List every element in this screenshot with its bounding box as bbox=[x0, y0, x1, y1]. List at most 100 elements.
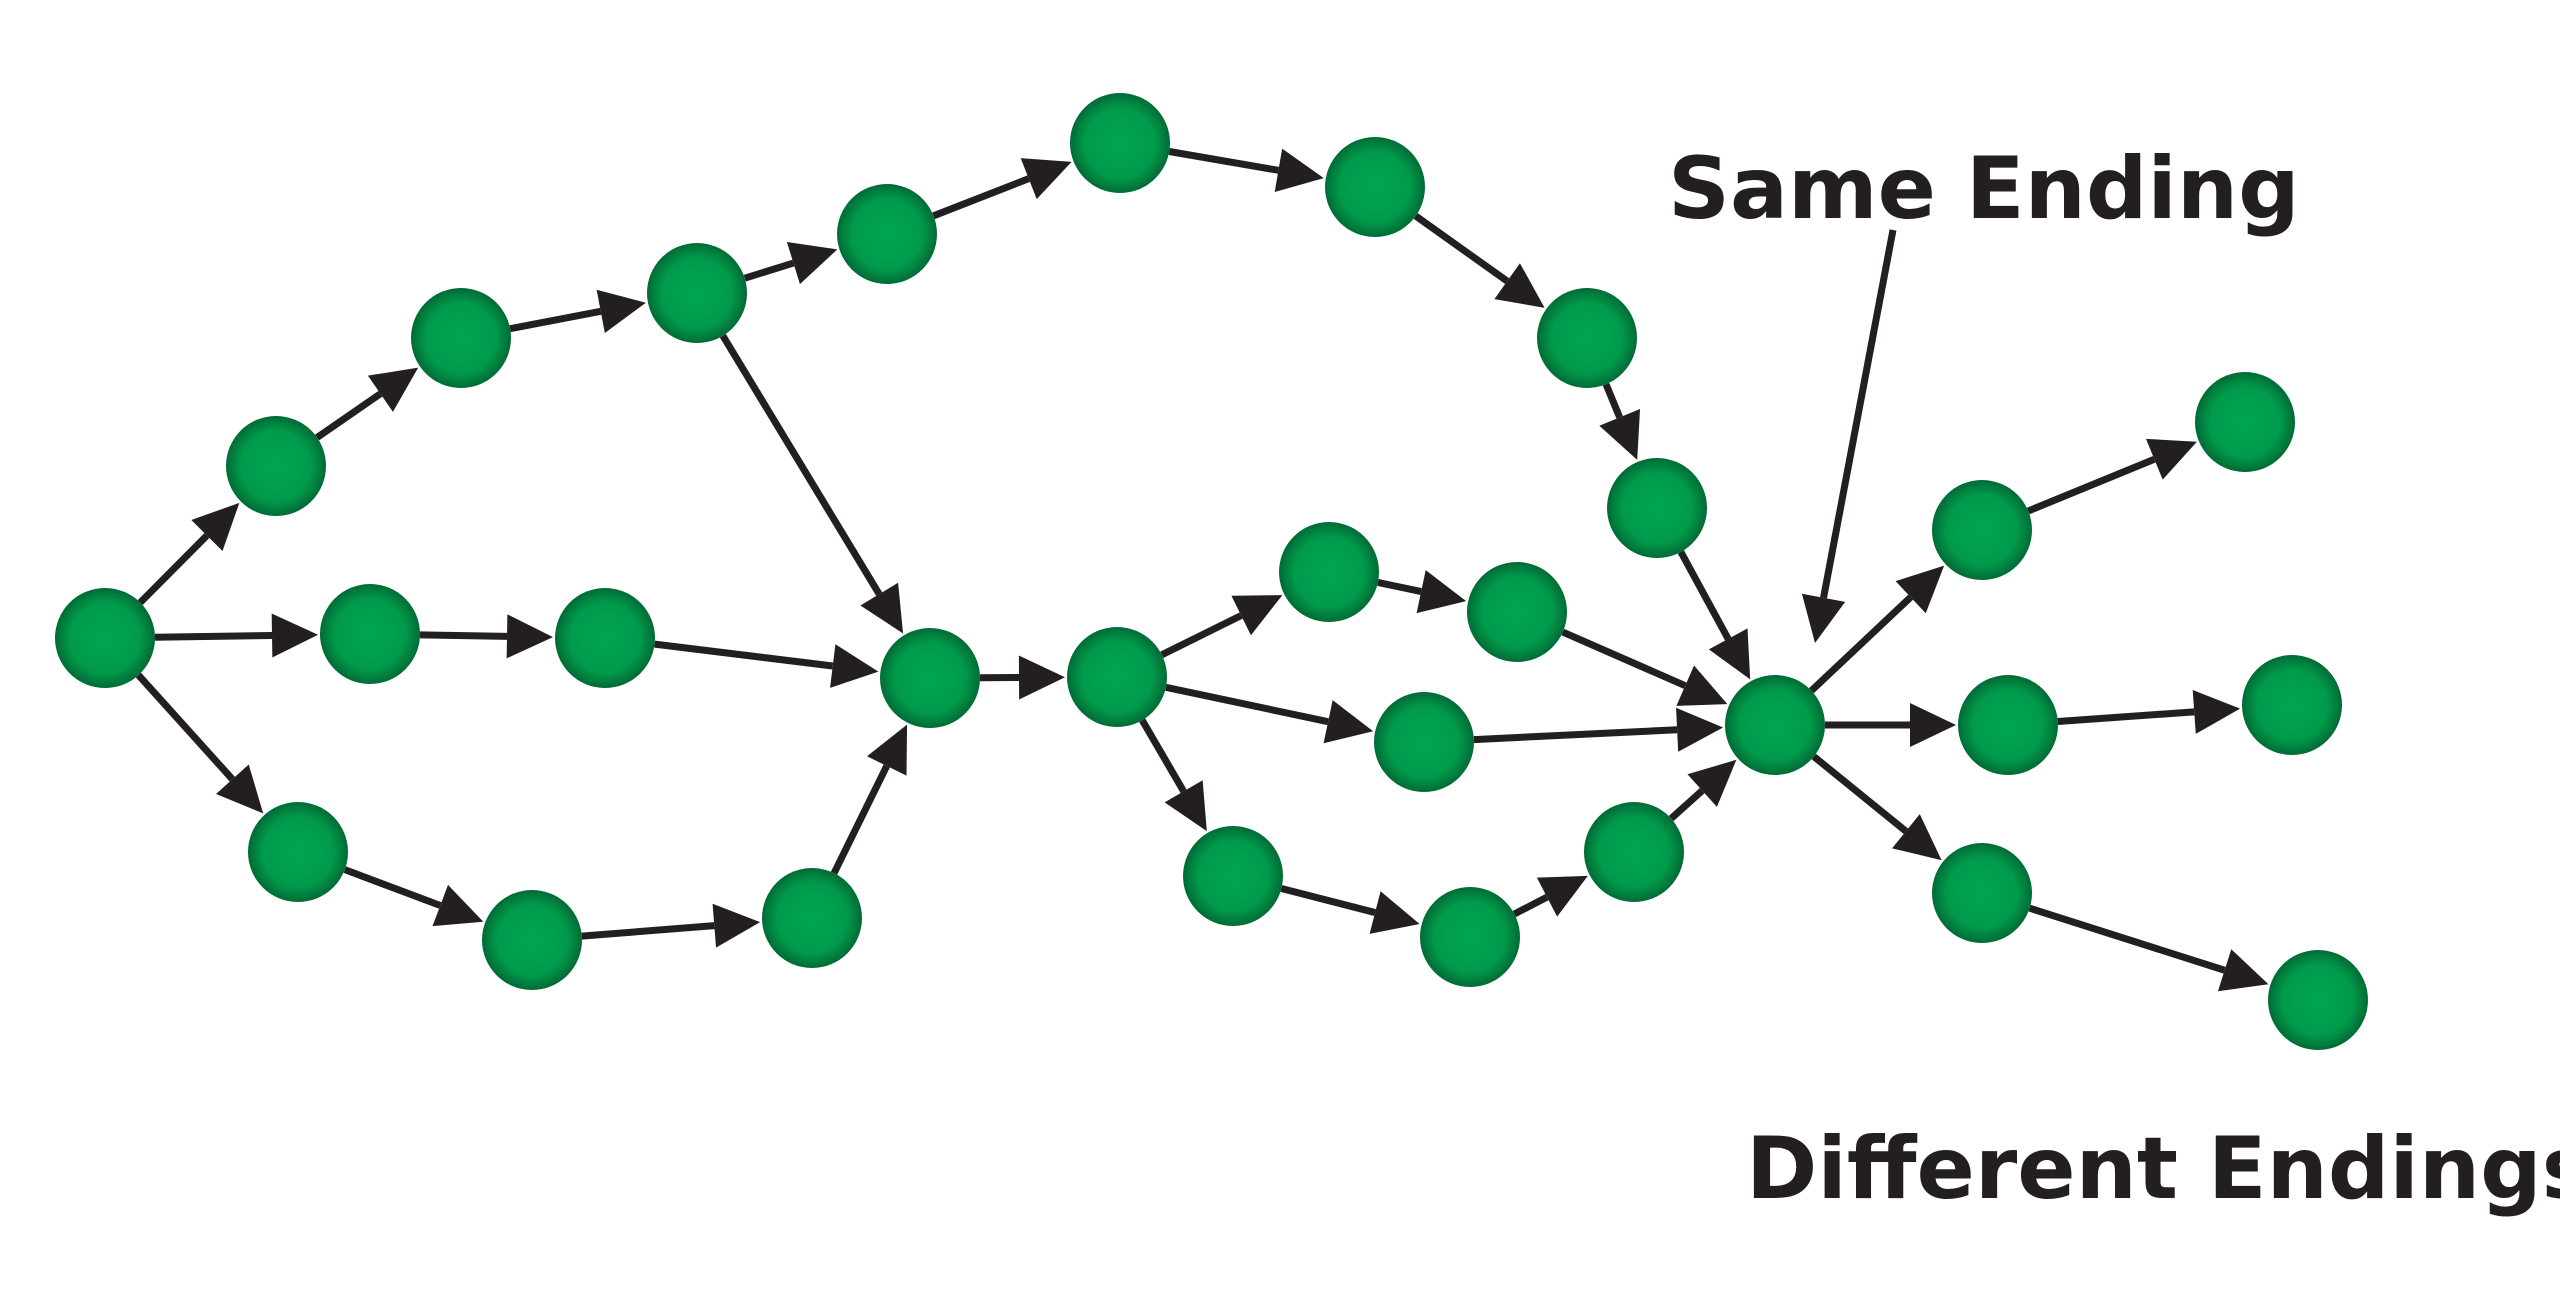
story-node-n12 bbox=[555, 588, 655, 688]
edge-line bbox=[654, 640, 834, 670]
nodes-layer bbox=[55, 93, 2368, 1050]
edge-line bbox=[1139, 718, 1187, 794]
edge-n22-n24 bbox=[1512, 875, 1588, 918]
edge-n23-n25 bbox=[1808, 565, 1945, 694]
arrowhead bbox=[1494, 263, 1545, 308]
edge-n6-n7 bbox=[1168, 148, 1324, 193]
edge-n1-n2 bbox=[137, 502, 240, 606]
edges-layer bbox=[135, 148, 2269, 992]
arrowhead bbox=[786, 242, 838, 285]
edge-n15-n16 bbox=[581, 903, 761, 948]
edge-line bbox=[581, 922, 715, 940]
arrowhead bbox=[2217, 949, 2269, 992]
edge-line bbox=[1160, 612, 1243, 658]
story-node-n3 bbox=[411, 288, 511, 388]
edge-line bbox=[1668, 787, 1705, 822]
story-node-n24 bbox=[1584, 802, 1684, 902]
edge-line bbox=[137, 533, 210, 606]
arrowhead bbox=[1536, 875, 1588, 917]
edge-n23-n27 bbox=[1825, 703, 1956, 747]
story-node-n4 bbox=[647, 243, 747, 343]
story-node-n17 bbox=[1067, 627, 1167, 727]
story-node-n21 bbox=[1183, 826, 1283, 926]
edge-line bbox=[1165, 683, 1329, 726]
edge-n5-n6 bbox=[932, 158, 1072, 220]
story-node-n22 bbox=[1420, 887, 1520, 987]
arrowhead bbox=[432, 884, 484, 927]
arrowhead bbox=[1910, 703, 1956, 747]
story-node-n9 bbox=[1607, 458, 1707, 558]
edge-n8-n9 bbox=[1599, 382, 1641, 460]
edge-n18-n19 bbox=[1377, 570, 1467, 614]
story-node-n11 bbox=[320, 584, 420, 684]
edge-n12-n13 bbox=[654, 640, 879, 688]
same-ending-callout-line bbox=[1820, 229, 1897, 599]
arrowhead bbox=[1416, 570, 1467, 614]
edge-line bbox=[1473, 726, 1678, 744]
edge-n23-n29 bbox=[1811, 753, 1942, 861]
arrowhead bbox=[1020, 158, 1072, 200]
edge-n17-n18 bbox=[1160, 595, 1283, 658]
edge-line bbox=[719, 333, 883, 596]
edge-n11-n12 bbox=[419, 614, 554, 659]
arrowhead bbox=[506, 614, 554, 659]
story-node-n1 bbox=[55, 588, 155, 688]
arrowhead bbox=[1274, 148, 1324, 193]
arrowhead bbox=[1676, 707, 1724, 752]
edge-line bbox=[419, 631, 508, 640]
arrowhead bbox=[1892, 814, 1942, 861]
edge-n27-n28 bbox=[2057, 689, 2241, 734]
edge-n20-n23 bbox=[1473, 707, 1724, 752]
arrowhead bbox=[1676, 665, 1728, 706]
arrowhead bbox=[1323, 700, 1374, 744]
story-node-n5 bbox=[837, 184, 937, 284]
edge-line bbox=[343, 866, 442, 909]
story-node-n15 bbox=[482, 890, 582, 990]
edge-n16-n13 bbox=[830, 724, 908, 875]
edge-n29-n30 bbox=[2028, 904, 2269, 992]
arrowhead bbox=[860, 582, 904, 634]
edge-line bbox=[1677, 550, 1732, 641]
edge-n13-n17 bbox=[979, 655, 1066, 700]
edge-n1-n11 bbox=[154, 613, 319, 658]
story-node-n25 bbox=[1932, 480, 2032, 580]
arrowhead bbox=[216, 764, 264, 814]
edge-line bbox=[135, 672, 235, 782]
edge-line bbox=[743, 259, 795, 282]
story-node-n18 bbox=[1279, 522, 1379, 622]
edge-line bbox=[1512, 893, 1549, 918]
story-node-n16 bbox=[762, 868, 862, 968]
edge-n4-n5 bbox=[743, 242, 838, 285]
arrowhead bbox=[1369, 891, 1420, 934]
story-node-n19 bbox=[1467, 562, 1567, 662]
arrowhead bbox=[1599, 409, 1641, 460]
arrowhead bbox=[367, 367, 419, 412]
arrowhead bbox=[1708, 628, 1751, 680]
arrowhead bbox=[2145, 438, 2197, 480]
edge-n19-n23 bbox=[1561, 628, 1728, 706]
edge-line bbox=[932, 175, 1030, 220]
edge-n17-n21 bbox=[1139, 718, 1207, 832]
edge-n14-n15 bbox=[343, 866, 484, 927]
edge-line bbox=[154, 631, 273, 641]
edge-line bbox=[1602, 382, 1623, 419]
arrowhead bbox=[830, 644, 879, 688]
different-endings-label: Different Endings bbox=[1746, 1119, 2560, 1219]
story-node-n30 bbox=[2268, 950, 2368, 1050]
edge-line bbox=[1168, 148, 1280, 174]
edge-n21-n22 bbox=[1280, 885, 1420, 934]
story-node-n14 bbox=[248, 802, 348, 902]
arrowhead bbox=[712, 903, 761, 948]
story-node-n2 bbox=[226, 416, 326, 516]
story-node-n8 bbox=[1537, 288, 1637, 388]
story-node-n27 bbox=[1958, 675, 2058, 775]
arrowhead bbox=[596, 289, 646, 333]
edge-line bbox=[2057, 708, 2195, 725]
arrowhead bbox=[1018, 655, 1066, 700]
story-node-n28 bbox=[2242, 655, 2342, 755]
arrowhead bbox=[1164, 780, 1207, 832]
story-node-n13 bbox=[880, 628, 980, 728]
edge-line bbox=[830, 764, 890, 875]
edge-n17-n20 bbox=[1165, 683, 1374, 744]
edge-line bbox=[1377, 578, 1422, 596]
